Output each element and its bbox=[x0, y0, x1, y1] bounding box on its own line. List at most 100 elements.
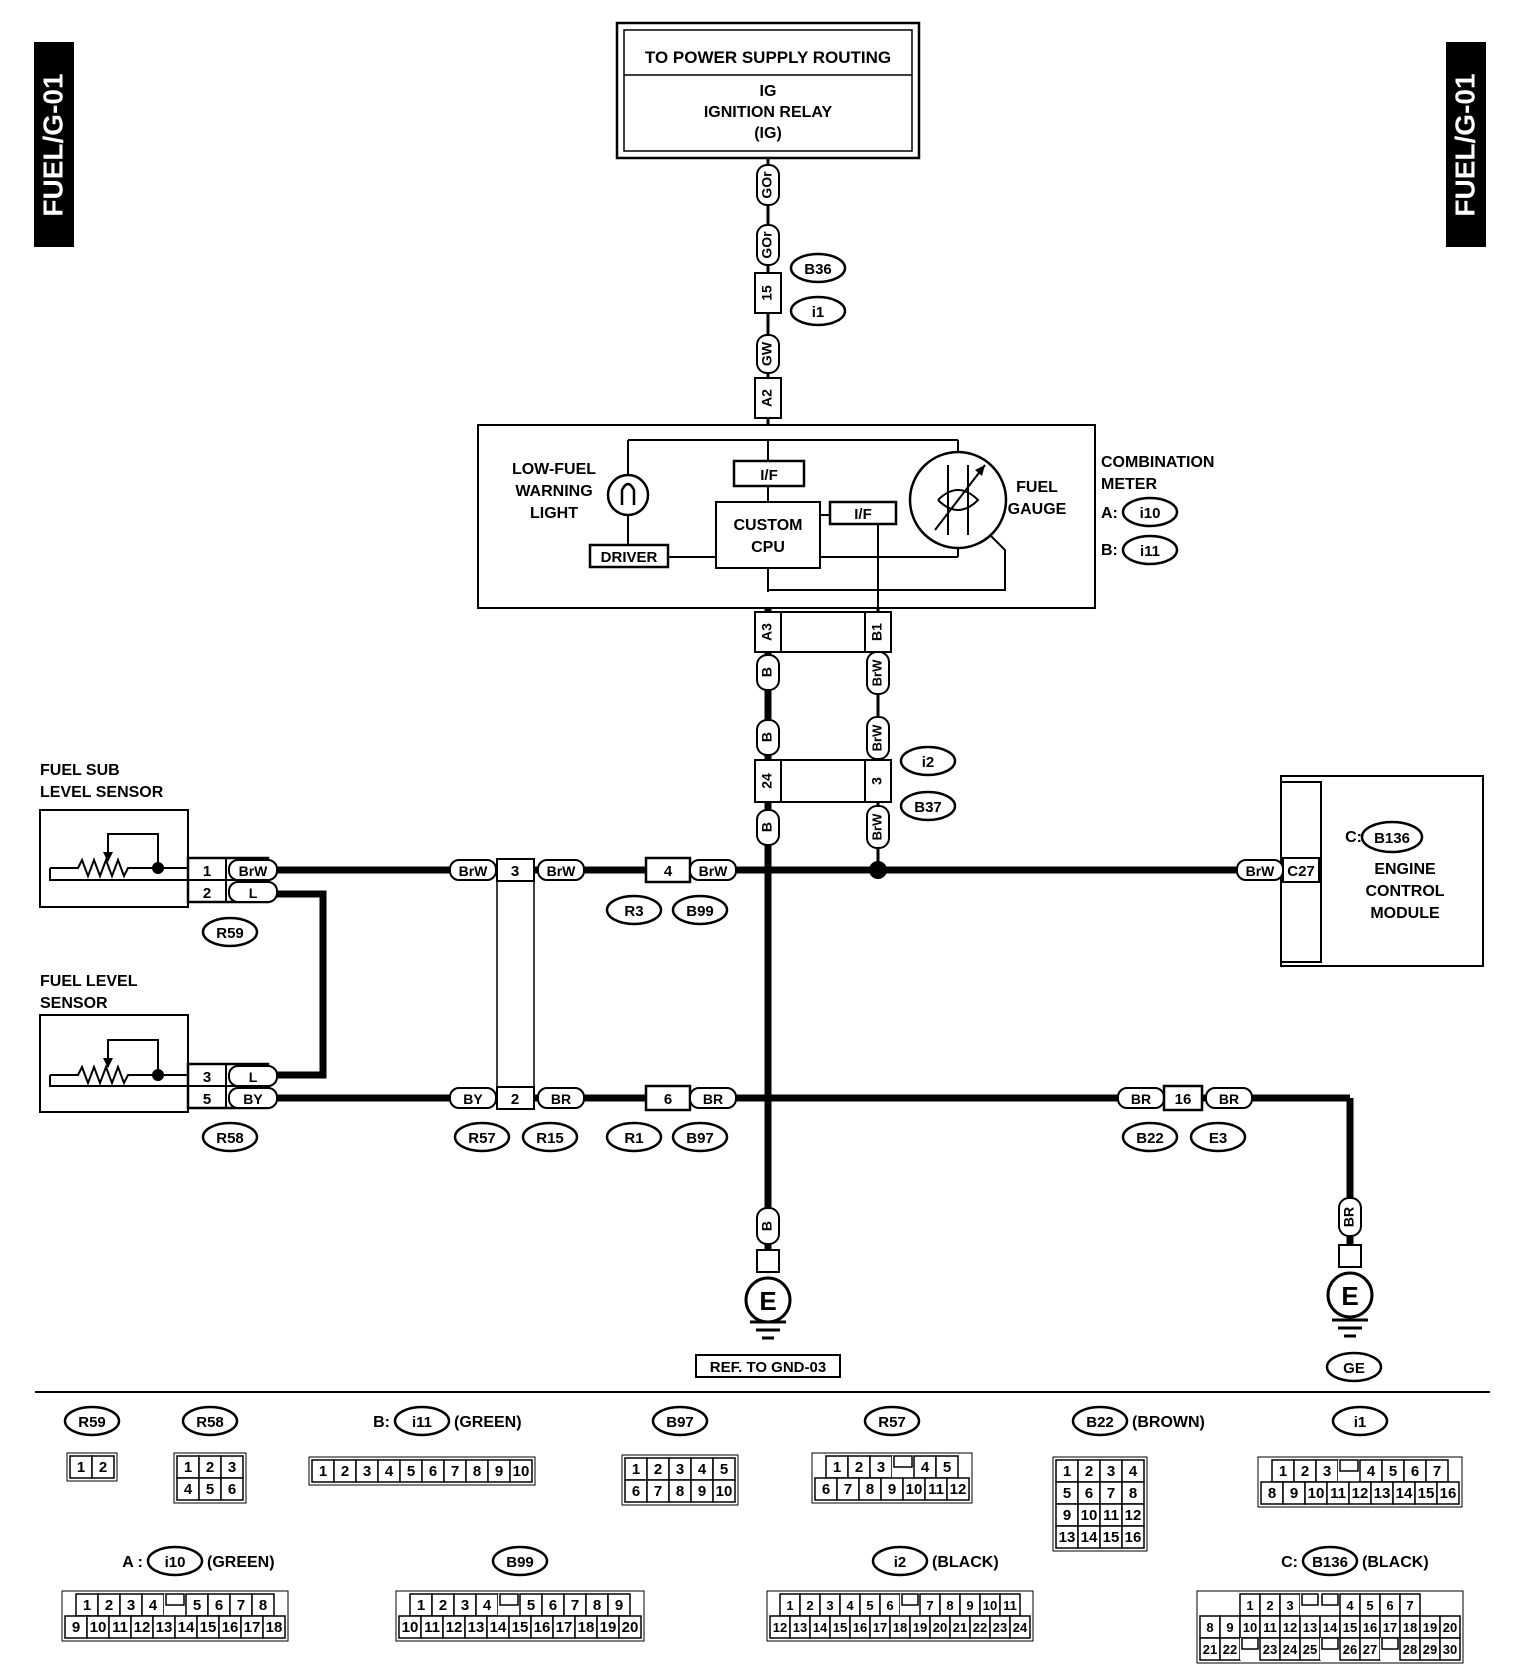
pin-number: 12 bbox=[1283, 1620, 1297, 1635]
power-supply-box: TO POWER SUPPLY ROUTING IG IGNITION RELA… bbox=[615, 21, 921, 160]
pin-number: 7 bbox=[1406, 1598, 1413, 1613]
connector-view-name: R59 bbox=[78, 1414, 106, 1431]
pin-number: 14 bbox=[490, 1619, 507, 1636]
pin-number: 1 bbox=[184, 1459, 192, 1476]
pin-number: 6 bbox=[1085, 1485, 1093, 1502]
pin-number: 2 bbox=[1085, 1463, 1093, 1480]
callout-r58: R58 bbox=[216, 1130, 244, 1147]
svg-text:16: 16 bbox=[1175, 1091, 1192, 1108]
pin-number: 10 bbox=[1243, 1620, 1257, 1635]
pin-number: 7 bbox=[237, 1597, 245, 1614]
pin-number: 12 bbox=[1352, 1485, 1369, 1502]
r58-wire5: BY bbox=[243, 1091, 263, 1107]
svg-text:BrW: BrW bbox=[547, 863, 577, 879]
pin-number: 18 bbox=[266, 1619, 283, 1636]
pin-number: 6 bbox=[228, 1481, 236, 1498]
pin-number: 18 bbox=[1403, 1620, 1417, 1635]
callout-ge: GE bbox=[1343, 1360, 1365, 1377]
pin-number: 24 bbox=[1013, 1620, 1028, 1635]
pin-number: 16 bbox=[1440, 1485, 1457, 1502]
fuel-gauge-line1: FUEL bbox=[1016, 479, 1058, 496]
ground-e-right: E bbox=[1341, 1281, 1358, 1311]
r59-wire1: BrW bbox=[239, 863, 269, 879]
pin-number: 21 bbox=[1203, 1642, 1217, 1657]
pin-number: 12 bbox=[446, 1619, 463, 1636]
ecm-conn: B136 bbox=[1374, 830, 1410, 847]
driver-label: DRIVER bbox=[601, 549, 658, 566]
connector-lock bbox=[1241, 1637, 1259, 1650]
pin-number: 1 bbox=[1246, 1598, 1253, 1613]
pin-number: 3 bbox=[676, 1461, 684, 1478]
connector-lock bbox=[1339, 1459, 1359, 1472]
pin-number: 10 bbox=[1081, 1507, 1098, 1524]
pin-number: 2 bbox=[439, 1597, 447, 1614]
pin-number: 1 bbox=[1063, 1463, 1071, 1480]
connector-housing bbox=[1257, 1456, 1463, 1508]
connector-lock bbox=[499, 1593, 519, 1606]
pin-number: 23 bbox=[1263, 1642, 1277, 1657]
pin-number: 26 bbox=[1343, 1642, 1357, 1657]
fuel-level-sensor: FUEL LEVEL SENSOR bbox=[39, 973, 189, 1113]
cpu-line1: CUSTOM bbox=[733, 517, 802, 534]
connector-view-suffix: (BLACK) bbox=[1362, 1554, 1429, 1571]
pin-number: 9 bbox=[888, 1481, 896, 1498]
wire-gw: GW bbox=[759, 341, 775, 366]
connector-view-prefix: B: bbox=[373, 1414, 390, 1431]
pin-number: 8 bbox=[866, 1481, 874, 1498]
callout-e3: E3 bbox=[1209, 1130, 1227, 1147]
pin-number: 3 bbox=[461, 1597, 469, 1614]
pin-number: 14 bbox=[1081, 1529, 1098, 1546]
connector-view-name: R58 bbox=[196, 1414, 224, 1431]
pin-number: 10 bbox=[513, 1463, 530, 1480]
ecm-wire: BrW bbox=[1246, 863, 1276, 879]
pin-number: 15 bbox=[512, 1619, 529, 1636]
pin-number: 4 bbox=[921, 1459, 930, 1476]
pin-number: 8 bbox=[259, 1597, 267, 1614]
pin-number: 10 bbox=[1308, 1485, 1325, 1502]
connector-housing bbox=[1052, 1456, 1148, 1552]
pin-number: 13 bbox=[793, 1620, 807, 1635]
meter-a-prefix: A: bbox=[1101, 505, 1118, 522]
svg-text:BrW: BrW bbox=[459, 863, 489, 879]
pin-number: 1 bbox=[1279, 1463, 1287, 1480]
callout-b37: B37 bbox=[914, 799, 942, 816]
pin-number: 11 bbox=[1263, 1620, 1277, 1635]
pin-number: 22 bbox=[1223, 1642, 1237, 1657]
pin-number: 2 bbox=[99, 1459, 107, 1476]
pin-number: 8 bbox=[1268, 1485, 1276, 1502]
pin-number: 12 bbox=[773, 1620, 787, 1635]
pin-number: 2 bbox=[1266, 1598, 1273, 1613]
pin-number: 5 bbox=[193, 1597, 201, 1614]
low-fuel-line3: LIGHT bbox=[530, 505, 578, 522]
pin-number: 2 bbox=[654, 1461, 662, 1478]
pin-number: 1 bbox=[319, 1463, 327, 1480]
svg-text:BR: BR bbox=[551, 1091, 571, 1107]
cpu-line2: CPU bbox=[751, 539, 785, 556]
pin-number: 2 bbox=[1301, 1463, 1309, 1480]
callout-b97: B97 bbox=[686, 1130, 714, 1147]
pin-number: 5 bbox=[1389, 1463, 1397, 1480]
pin-number: 16 bbox=[1125, 1529, 1142, 1546]
pin-number: 11 bbox=[112, 1619, 128, 1636]
wire-b-ground: B bbox=[759, 1221, 775, 1231]
meter-title1: COMBINATION bbox=[1101, 454, 1214, 471]
connector-housing bbox=[308, 1456, 536, 1486]
pin-24: 24 bbox=[759, 773, 775, 789]
pin-15: 15 bbox=[759, 285, 775, 301]
pin-number: 4 bbox=[385, 1463, 394, 1480]
pin-number: 9 bbox=[1063, 1507, 1071, 1524]
connector-view-name: i2 bbox=[894, 1554, 907, 1571]
pin-number: 6 bbox=[549, 1597, 557, 1614]
main-sensor-line2: SENSOR bbox=[40, 995, 108, 1012]
callout-i2: i2 bbox=[922, 754, 935, 771]
pin-number: 8 bbox=[946, 1598, 953, 1613]
pin-3-i2: 3 bbox=[869, 777, 885, 785]
connector-view-prefix: A : bbox=[122, 1554, 143, 1571]
pin-number: 9 bbox=[72, 1619, 80, 1636]
